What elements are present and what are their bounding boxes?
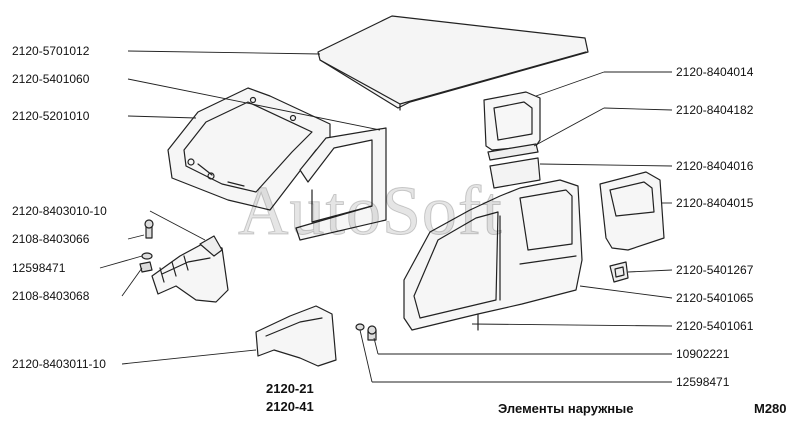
part-label: 2108-8403066 (12, 232, 90, 246)
window-seal-strip (487, 143, 539, 161)
part-label: 2120-5401061 (676, 319, 754, 333)
fuel-flap (609, 261, 629, 283)
part-label: 2120-8404182 (676, 103, 754, 117)
front-fender-upper (151, 241, 229, 303)
rear-side-panel (599, 171, 665, 251)
fender-bracket (199, 235, 223, 257)
part-label: 2120-8403011-10 (12, 357, 106, 371)
part-label: 2120-5701012 (12, 44, 90, 58)
part-label: 2120-5201010 (12, 109, 90, 123)
watermark: AutoSoft (238, 173, 503, 251)
part-label: 2120-8404014 (676, 65, 754, 79)
front-fender-lower (255, 305, 337, 367)
clip-1 (139, 261, 153, 273)
model-line-2: 2120-41 (266, 399, 314, 414)
part-label: 2120-5401267 (676, 263, 754, 277)
quarter-window (483, 91, 541, 151)
washer-1 (141, 252, 153, 260)
part-label: 2120-8404016 (676, 159, 754, 173)
washer-2 (355, 323, 365, 331)
part-label: 10902221 (676, 347, 730, 361)
roof-rail (295, 127, 387, 241)
part-label: 2120-8404015 (676, 196, 754, 210)
roof-panel (317, 15, 589, 111)
body-side-frame (403, 179, 583, 331)
part-label: 12598471 (12, 261, 66, 275)
bolt-1 (144, 219, 154, 239)
model-line-1: 2120-21 (266, 381, 314, 396)
part-label: 2120-5401060 (12, 72, 90, 86)
caption: Элементы наружные (498, 401, 634, 416)
part-label: 2120-5401065 (676, 291, 754, 305)
part-label: 2120-8403010-10 (12, 204, 107, 218)
part-label: 12598471 (676, 375, 730, 389)
window-trim (489, 157, 541, 189)
part-label: 2108-8403068 (12, 289, 90, 303)
page-code: M280 (754, 401, 787, 416)
bolt-2 (367, 325, 377, 341)
